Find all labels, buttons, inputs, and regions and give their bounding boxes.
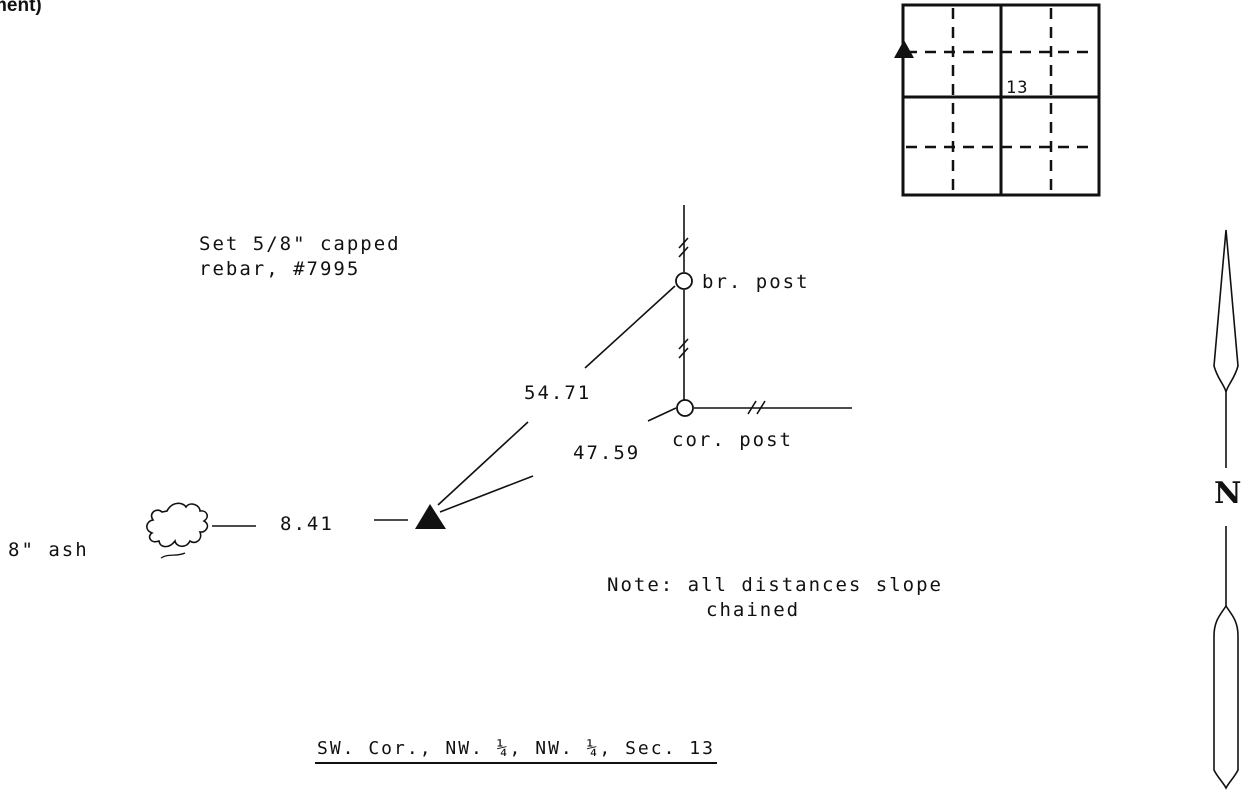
tree-icon-detail <box>160 552 186 559</box>
cor-post-circle-icon <box>676 399 694 417</box>
line-tick <box>678 338 689 350</box>
north-arrow-letter: N <box>1214 476 1242 511</box>
north-arrow-tail <box>1213 604 1239 790</box>
section-line-vertical <box>678 205 689 400</box>
monument-label-line1: Set 5/8" capped <box>199 233 401 255</box>
header-fragment: ment) <box>0 0 42 16</box>
br-post-label: br. post <box>702 271 810 293</box>
br-post-circle-icon <box>675 272 693 290</box>
br-post-distance-label: 54.71 <box>524 382 592 404</box>
tie-line-cor-post-upper <box>647 407 677 422</box>
section-line-horizontal <box>694 400 852 415</box>
line-tick <box>747 400 757 415</box>
north-arrow-icon <box>1213 229 1239 790</box>
note-line1: Note: all distances slope <box>607 574 943 596</box>
line-tick <box>678 237 689 249</box>
ash-distance-label: 8.41 <box>280 513 334 535</box>
monument-triangle-icon <box>415 504 446 529</box>
drawing-title: SW. Cor., NW. ¼, NW. ¼, Sec. 13 <box>315 738 717 764</box>
section-map-monument-icon <box>894 40 914 58</box>
line-tick <box>678 246 689 258</box>
line-tick <box>678 347 689 359</box>
tie-line-cor-post-lower <box>439 475 534 513</box>
monument-label-line2: rebar, #7995 <box>199 258 361 280</box>
north-arrow-head <box>1213 229 1239 393</box>
ash-tree-label: 8" ash <box>8 539 89 561</box>
cor-post-label: cor. post <box>672 429 793 451</box>
tie-lines <box>212 285 677 527</box>
tree-icon <box>146 502 209 548</box>
note-line2: chained <box>706 599 801 621</box>
tie-line-br-post-lower <box>437 421 529 506</box>
line-tick <box>756 400 766 415</box>
section-number-label: 13 <box>1006 78 1029 98</box>
section-map <box>894 3 1101 197</box>
cor-post-distance-label: 47.59 <box>573 442 641 464</box>
tie-line-br-post-upper <box>584 285 676 369</box>
